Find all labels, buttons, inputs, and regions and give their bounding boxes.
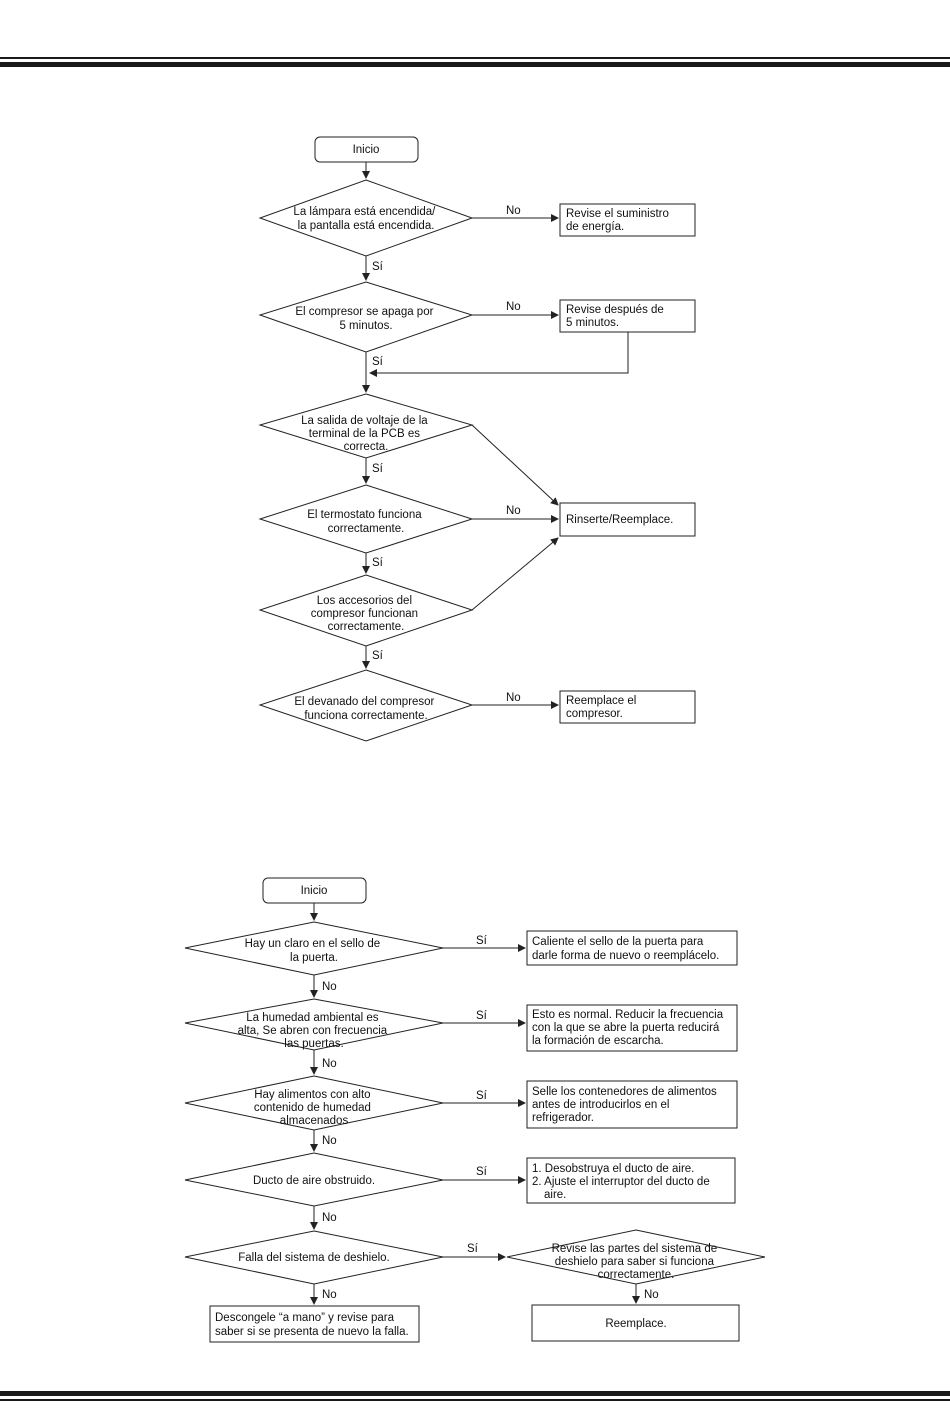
result-manual-defrost xyxy=(209,1305,420,1343)
decision-lamp-on-text: La lámpara está encendida/ la pantalla e… xyxy=(293,206,438,232)
label-yes: Sí xyxy=(467,1243,479,1255)
result-normal-text: Esto es normal. Reducir la frecuencia co… xyxy=(532,1009,726,1047)
label-yes: Sí xyxy=(476,1166,488,1178)
flowchart-frost: Inicio Hay un claro en el sello de la pu… xyxy=(184,877,766,1343)
label-no: No xyxy=(644,1289,659,1301)
result-unblock-duct-text: 1. Desobstruya el ducto de aire. 2. Ajus… xyxy=(532,1163,713,1201)
label-yes: Sí xyxy=(476,935,488,947)
label-no: No xyxy=(506,301,521,313)
label-no: No xyxy=(506,692,521,704)
decision-door-seal-gap-text: Hay un claro en el sello de la puerta. xyxy=(245,938,384,964)
result-seal-containers-text: Selle los contenedores de alimentos ante… xyxy=(532,1086,720,1124)
start-label: Inicio xyxy=(301,885,328,897)
decision-air-duct-text: Ducto de aire obstruido. xyxy=(253,1175,375,1187)
flowchart-compressor: Inicio La lámpara está encendida/ la pan… xyxy=(258,136,696,742)
label-no: No xyxy=(322,1289,337,1301)
result-manual-defrost-text: Descongele “a mano” y revise para saber … xyxy=(215,1312,409,1338)
label-yes: Sí xyxy=(372,650,384,662)
footer-rule xyxy=(0,1391,950,1401)
result-reinsert-replace-text: Rinserte/Reemplace. xyxy=(566,514,673,526)
decision-humid-food-text: Hay alimentos con alto contenido de hume… xyxy=(254,1089,374,1127)
decision-defrost-parts-text: Revise las partes del sistema de deshiel… xyxy=(552,1243,721,1281)
label-no: No xyxy=(322,1058,337,1070)
result-heat-seal-text: Caliente el sello de la puerta para darl… xyxy=(532,936,719,962)
start-label: Inicio xyxy=(353,144,380,156)
result-heat-seal xyxy=(526,930,738,966)
label-yes: Sí xyxy=(372,261,384,273)
decision-pcb-voltage-text: La salida de voltaje de la terminal de l… xyxy=(301,415,431,453)
result-check-after-5min xyxy=(559,299,696,333)
decision-thermostat-text: El termostato funciona correctamente. xyxy=(307,509,425,535)
decision-lamp-on xyxy=(258,179,474,257)
result-check-power xyxy=(559,203,696,237)
result-replace-compressor xyxy=(559,690,696,724)
label-no: No xyxy=(322,1212,337,1224)
result-seal-containers xyxy=(526,1080,738,1129)
label-no: No xyxy=(506,205,521,217)
decision-humidity-text: La humedad ambiental es alta, Se abren c… xyxy=(238,1012,391,1050)
result-check-after-5min-text: Revise después de 5 minutos. xyxy=(566,304,667,329)
decision-compressor-accessories-text: Los accesorios del compresor funcionan c… xyxy=(311,595,422,633)
result-reinsert-replace xyxy=(559,502,696,537)
result-check-power-text: Revise el suministro de energía. xyxy=(566,208,672,233)
decision-defrost-failure-text: Falla del sistema de deshielo. xyxy=(238,1252,390,1264)
decision-compressor-winding-text: El devanado del compresor funciona corre… xyxy=(294,696,437,722)
label-no: No xyxy=(322,1135,337,1147)
result-unblock-duct xyxy=(526,1157,736,1204)
decision-compressor-winding xyxy=(258,669,474,742)
result-replace-text: Reemplace. xyxy=(605,1318,666,1330)
label-yes: Sí xyxy=(476,1010,488,1022)
decision-compressor-off-text: El compresor se apaga por 5 minutos. xyxy=(295,306,436,332)
label-yes: Sí xyxy=(372,356,384,368)
result-normal xyxy=(526,1004,738,1052)
label-yes: Sí xyxy=(372,557,384,569)
result-replace-compressor-text: Reemplace el compresor. xyxy=(566,695,640,720)
header-rule xyxy=(0,57,950,67)
label-no: No xyxy=(322,981,337,993)
label-yes: Sí xyxy=(476,1090,488,1102)
label-yes: Sí xyxy=(372,463,384,475)
result-replace xyxy=(531,1304,740,1342)
label-no: No xyxy=(506,505,521,517)
